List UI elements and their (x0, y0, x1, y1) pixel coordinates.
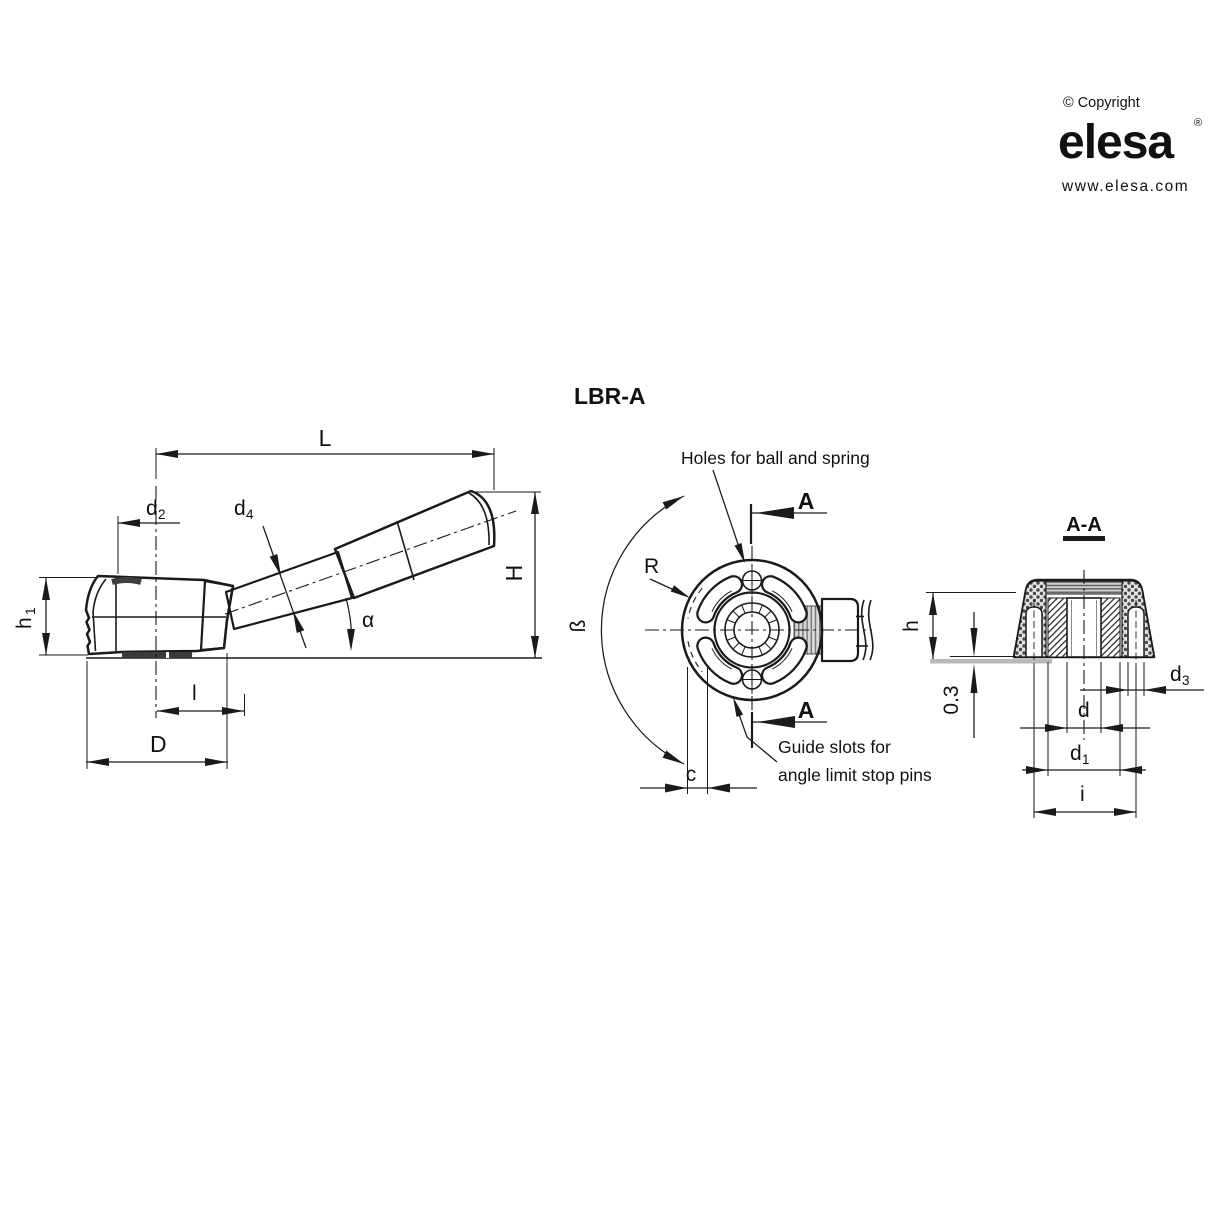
dim-d2-label: d 2 (146, 497, 166, 522)
hub-foot (122, 652, 192, 658)
svg-text:d: d (1070, 742, 1082, 765)
svg-text:ß: ß (567, 620, 590, 633)
dim-d-label: d (1078, 699, 1090, 722)
insert-hatch-left (1047, 597, 1068, 658)
dim-h-label: h (900, 620, 923, 632)
cap-section-sliver (111, 577, 142, 585)
insert-hatch-right (1100, 597, 1121, 658)
svg-text:0.3: 0.3 (940, 685, 963, 714)
section-view: A-A h 0.3 (900, 514, 1204, 818)
side-view: L d 2 d 4 h 1 H (13, 425, 542, 769)
dim-d4-label: d 4 (234, 497, 254, 522)
dim-beta-arc (600, 495, 685, 765)
svg-text:1: 1 (23, 607, 38, 615)
note-guide-line1: Guide slots for (778, 737, 891, 757)
svg-text:h: h (13, 617, 36, 629)
grip-mid-line (396, 520, 415, 581)
svg-text:3: 3 (1182, 673, 1190, 688)
lever-shaft (224, 550, 354, 631)
part-title: LBR-A (574, 383, 646, 409)
dim-d1-label: d 1 (1070, 742, 1090, 767)
section-marker-bottom: A (750, 697, 827, 748)
shaft-axis-centerline (224, 510, 517, 615)
brand-logo-text: elesa (1058, 116, 1174, 169)
grip-end-rim (468, 492, 490, 546)
dim-beta-label: ß (567, 620, 590, 633)
registered-mark: ® (1194, 117, 1202, 129)
hub-foot-gap (166, 652, 169, 658)
note-guide-line2: angle limit stop pins (778, 765, 932, 785)
elesa-watermark: © Copyright elesa ® www.elesa.com (1058, 95, 1202, 195)
dim-L-label: L (319, 425, 332, 451)
dim-R-label: R (644, 555, 659, 578)
guide-slots (696, 575, 808, 685)
hidden-arc-upper (687, 587, 703, 619)
svg-text:H: H (501, 565, 527, 582)
svg-text:d: d (234, 497, 246, 520)
dim-c-label: c (686, 763, 697, 786)
block-left-edge (200, 580, 206, 651)
website-url: www.elesa.com (1061, 178, 1189, 195)
shaft-break-line-2 (867, 599, 874, 661)
shaft-break-line (860, 599, 867, 661)
note-holes-leader (712, 469, 743, 557)
dim-i-label: i (1080, 783, 1085, 806)
hub-body (84, 574, 235, 656)
dim-H-label: H (501, 565, 527, 582)
svg-text:d: d (1170, 663, 1182, 686)
svg-text:d: d (146, 497, 158, 520)
section-marker-top: A (749, 488, 827, 544)
dim-alpha-label: α (362, 609, 374, 632)
hidden-arc-lower (687, 641, 703, 673)
dim-offset-label: 0.3 (940, 685, 963, 714)
section-title-underline (1063, 536, 1105, 541)
mounting-surface (930, 659, 1052, 664)
dim-D-label: D (150, 731, 167, 757)
dim-h1-label: h 1 (13, 607, 38, 629)
front-view: ß R A A c Holes for ball and spring (567, 448, 932, 794)
svg-text:4: 4 (246, 507, 254, 522)
dim-d3-label: d 3 (1170, 663, 1190, 688)
front-base-block (820, 597, 860, 663)
svg-text:h: h (900, 620, 923, 632)
svg-text:A: A (798, 488, 815, 514)
grip-handle (333, 489, 496, 600)
cap-inner-contour (92, 578, 107, 652)
copyright-text: © Copyright (1063, 95, 1140, 111)
svg-text:A: A (798, 697, 815, 723)
note-holes: Holes for ball and spring (681, 448, 870, 468)
section-title: A-A (1066, 514, 1102, 536)
svg-text:2: 2 (158, 507, 166, 522)
dim-l-label: l (192, 682, 197, 705)
svg-text:1: 1 (1082, 752, 1090, 767)
